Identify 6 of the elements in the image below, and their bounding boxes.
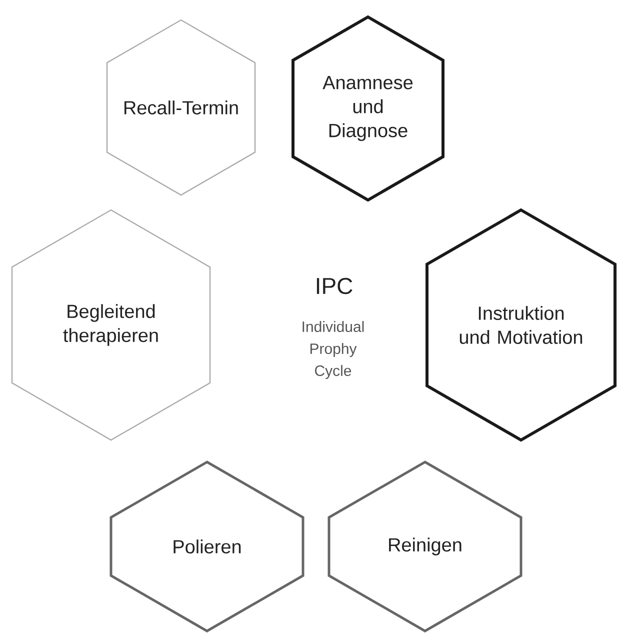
- hexagon: Recall-Termin: [106, 19, 256, 196]
- hexagon: Reinigen: [328, 460, 522, 632]
- subtitle-text: Individual Prophy Cycle: [302, 321, 364, 379]
- hexagon: Begleitend therapieren: [11, 209, 211, 441]
- hexagon: Polieren: [110, 460, 304, 632]
- title-text: IPC: [316, 278, 352, 294]
